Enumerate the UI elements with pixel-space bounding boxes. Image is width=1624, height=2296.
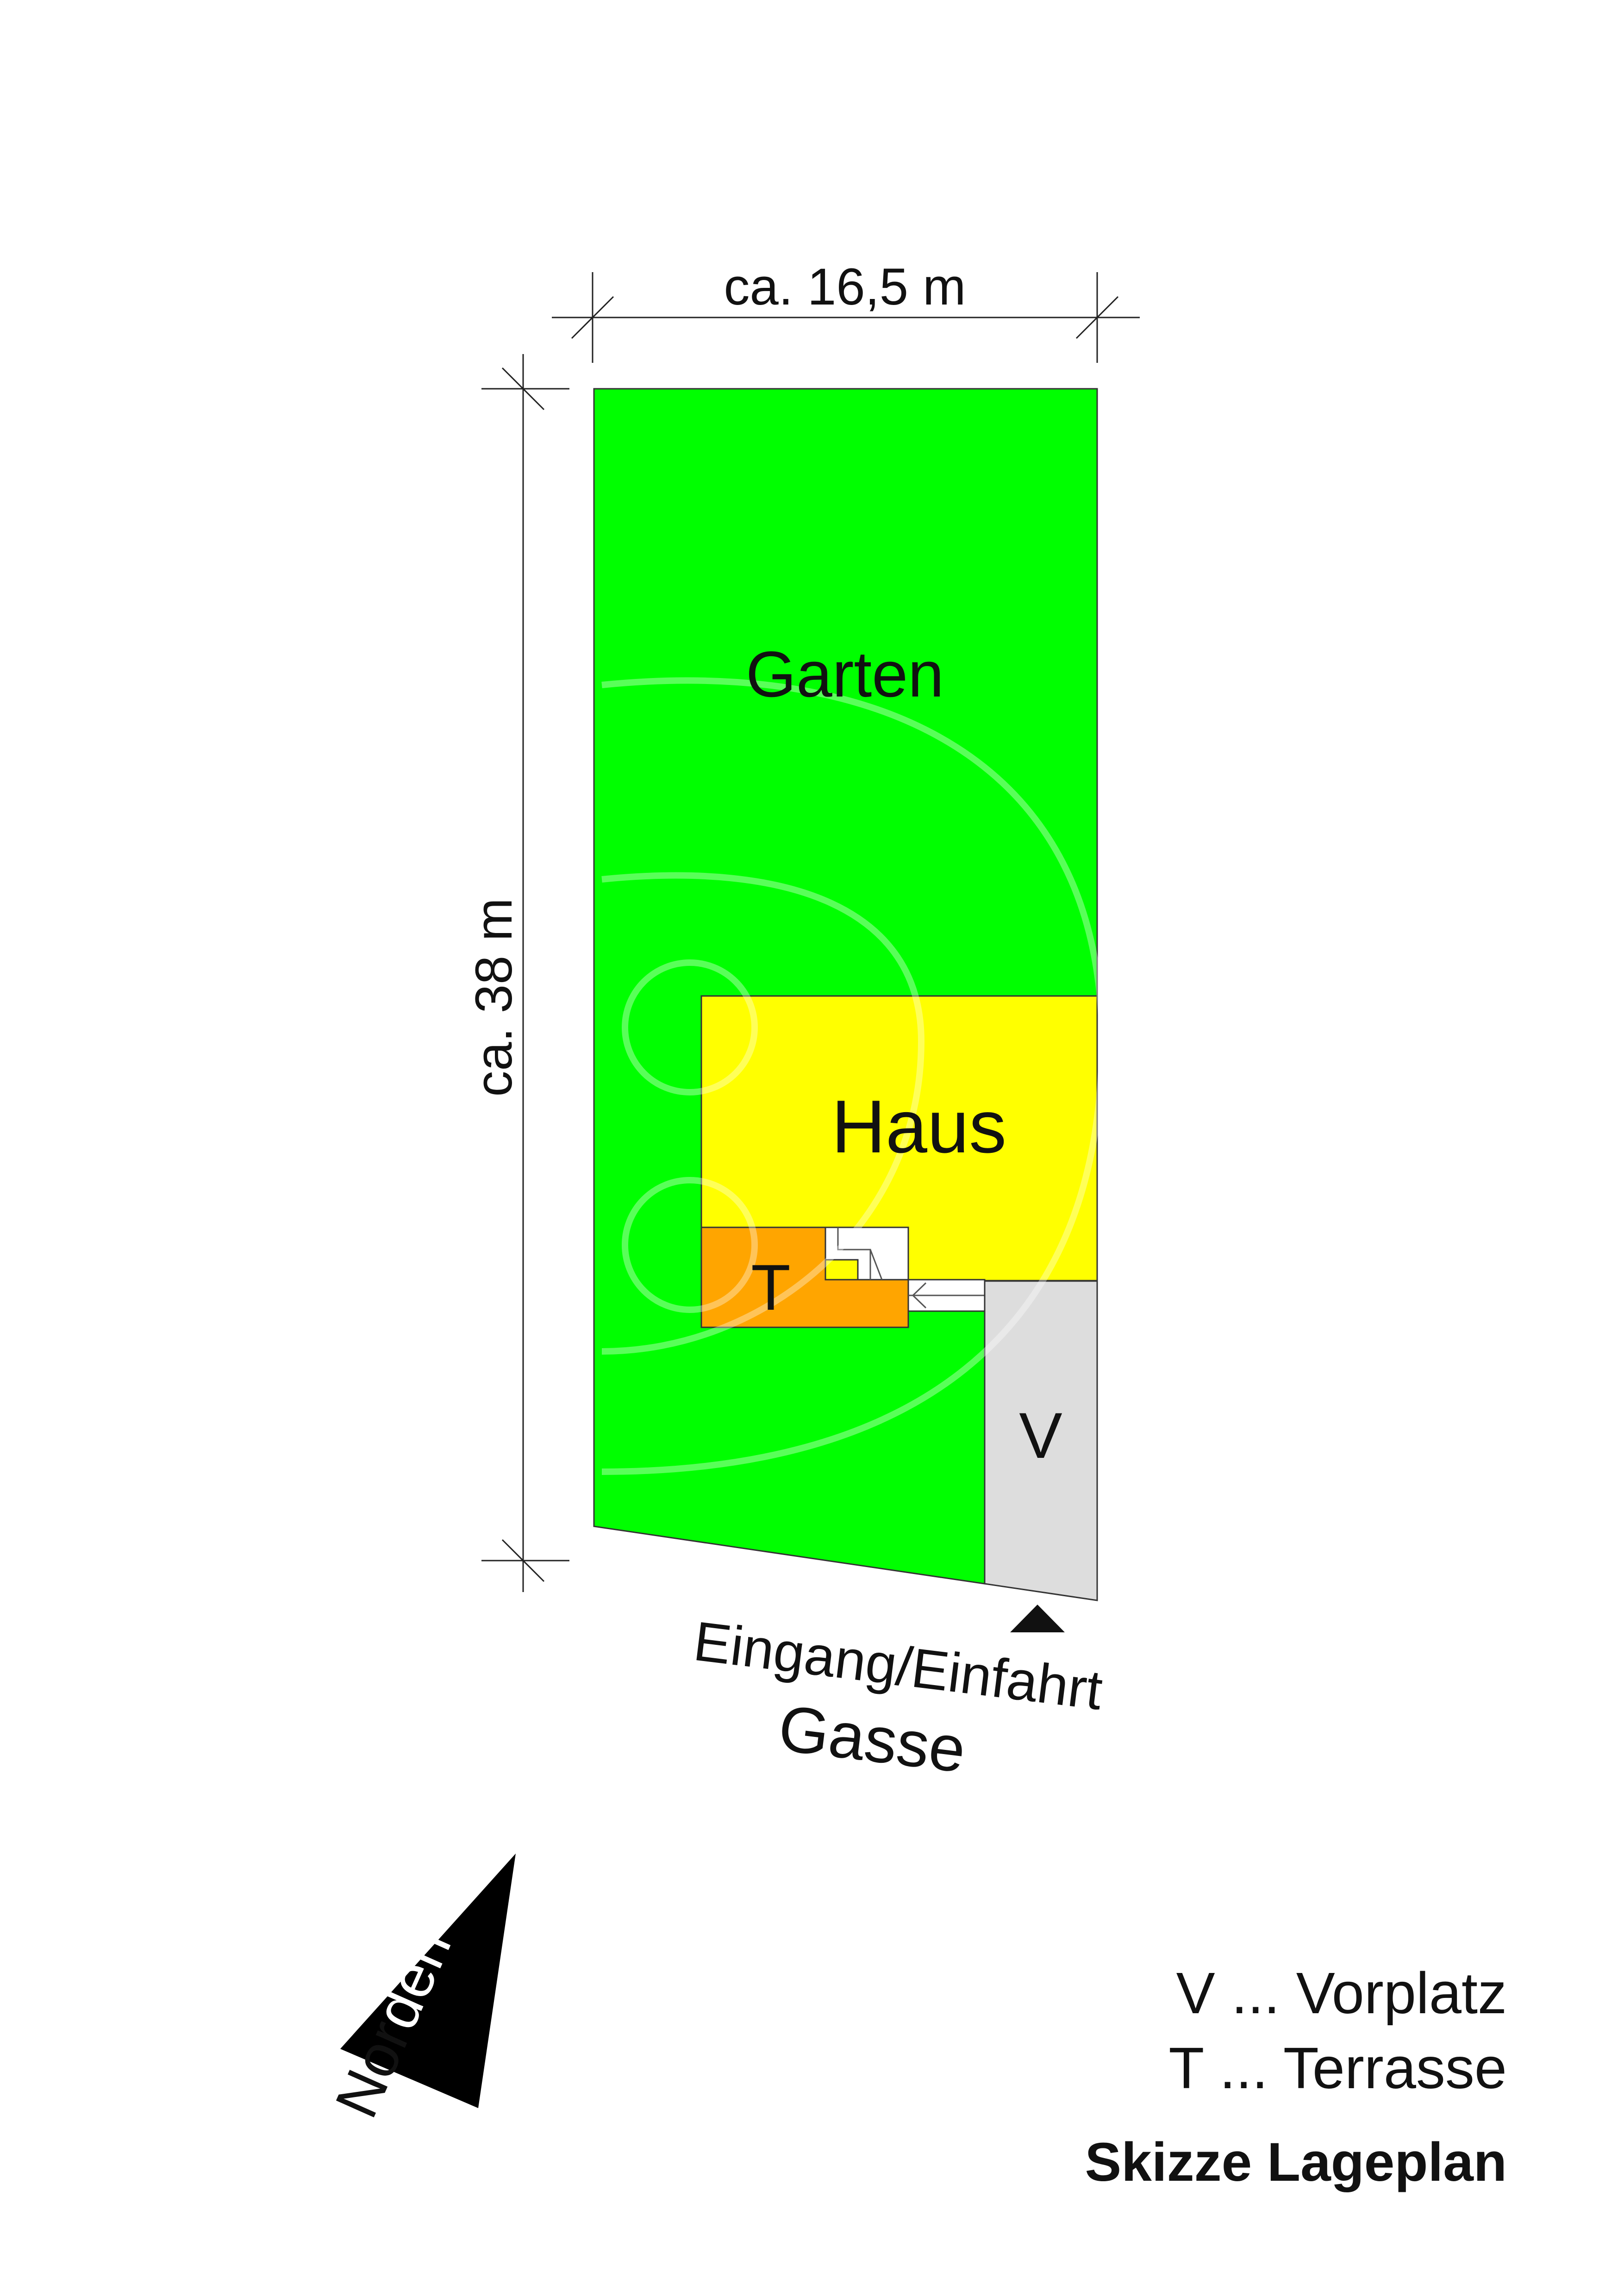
watermark bbox=[601, 677, 1106, 1475]
street-label: Gasse bbox=[775, 1691, 970, 1786]
legend-v: V ... Vorplatz bbox=[1176, 1960, 1507, 2026]
width-label: ca. 16,5 m bbox=[724, 258, 966, 316]
north-arrow-icon bbox=[340, 1854, 516, 2108]
forecourt-area bbox=[984, 1280, 1098, 1601]
entrance-steps bbox=[824, 1226, 986, 1312]
legend-t: T ... Terrasse bbox=[1168, 2035, 1507, 2101]
width-dimension bbox=[552, 272, 1140, 363]
house-label: Haus bbox=[831, 1085, 1006, 1169]
plan-title: Skizze Lageplan bbox=[1085, 2132, 1507, 2193]
triangle-marker-icon bbox=[1010, 1605, 1065, 1632]
length-dimension bbox=[481, 354, 569, 1592]
length-label: ca. 38 m bbox=[465, 898, 523, 1097]
terrace-label: T bbox=[751, 1251, 791, 1324]
forecourt-label: V bbox=[1019, 1399, 1062, 1472]
garden-label: Garten bbox=[746, 638, 944, 710]
